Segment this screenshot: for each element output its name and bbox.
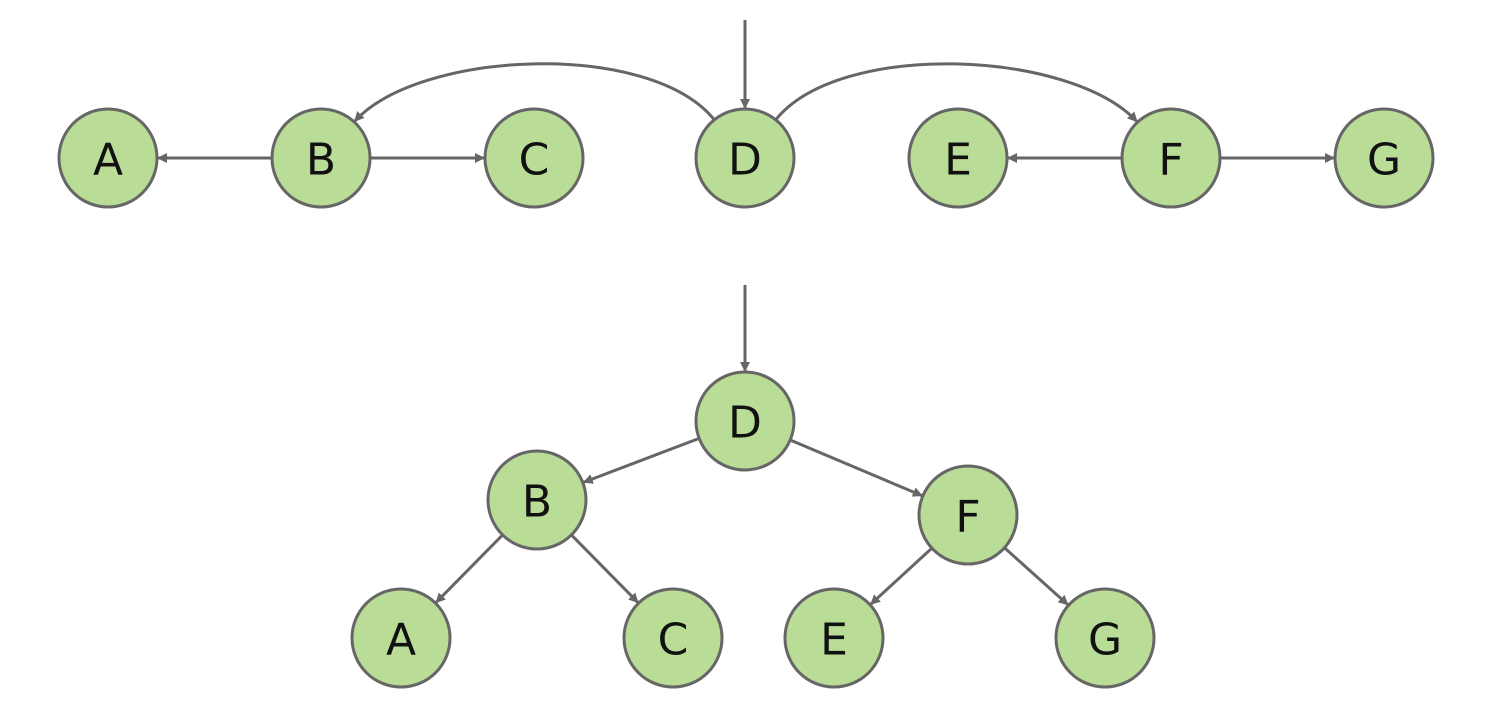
tree-view-edge-d-f <box>789 438 923 497</box>
tree-view-node-a: A <box>350 587 452 689</box>
node-label: D <box>728 398 762 449</box>
node-circle <box>1120 107 1222 209</box>
list-view-node-e: E <box>907 107 1009 209</box>
tree-view-node-e: E <box>783 587 885 689</box>
node-circle <box>350 587 452 689</box>
node-circle <box>486 449 588 551</box>
node-label: E <box>944 135 972 186</box>
node-label: A <box>386 615 416 666</box>
node-circle <box>783 587 885 689</box>
node-circle <box>907 107 1009 209</box>
tree-view-node-g: G <box>1054 587 1156 689</box>
node-circle <box>483 107 585 209</box>
tree-view-edge-d-b <box>582 436 700 484</box>
node-circle <box>57 107 159 209</box>
tree-view-node-b: B <box>486 449 588 551</box>
node-circle <box>1333 107 1435 209</box>
tree-view-node-f: F <box>917 464 1019 566</box>
node-circle <box>1054 587 1156 689</box>
list-view-node-d: D <box>694 107 796 209</box>
tree-view-edge-b-c <box>570 533 639 604</box>
tree-view-node-d: D <box>694 370 796 472</box>
node-label: F <box>1158 135 1183 186</box>
node-label: D <box>728 135 762 186</box>
list-view-node-c: C <box>483 107 585 209</box>
node-label: B <box>522 477 552 528</box>
list-view-node-f: F <box>1120 107 1222 209</box>
tree-view-edge-f-e <box>869 547 933 606</box>
node-label: F <box>955 492 980 543</box>
node-label: C <box>519 135 550 186</box>
list-view-edge-d-f <box>774 62 1138 123</box>
node-circle <box>622 587 724 689</box>
tree-view-edge-b-a <box>435 533 504 604</box>
node-label: G <box>1367 135 1401 186</box>
list-view-node-a: A <box>57 107 159 209</box>
tree-view-edge-f-g <box>1003 546 1069 606</box>
list-view-node-g: G <box>1333 107 1435 209</box>
list-view-edge-d-b <box>353 62 716 123</box>
node-label: B <box>306 135 336 186</box>
list-view-node-b: B <box>270 107 372 209</box>
node-circle <box>270 107 372 209</box>
node-label: A <box>93 135 123 186</box>
tree-view-node-c: C <box>622 587 724 689</box>
node-label: E <box>820 615 848 666</box>
node-circle <box>694 370 796 472</box>
node-circle <box>694 107 796 209</box>
node-label: G <box>1088 615 1122 666</box>
node-label: C <box>658 615 689 666</box>
node-circle <box>917 464 1019 566</box>
